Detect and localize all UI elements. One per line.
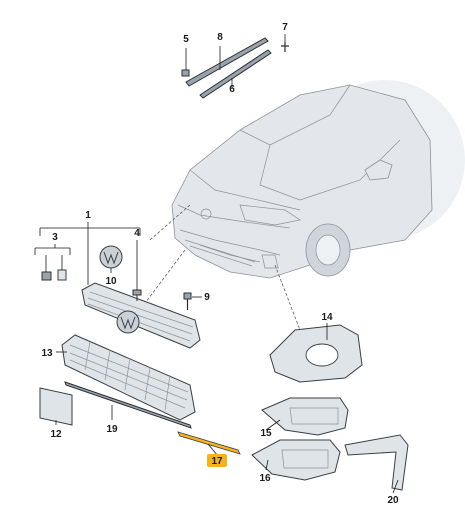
label-part-17: 17 [211,456,223,467]
label-part-8: 8 [217,32,223,43]
label-part-13: 13 [41,348,53,359]
connection-lines [139,204,301,331]
cover-20 [344,434,409,491]
label-part-6: 6 [229,84,235,95]
label-part-9: 9 [204,292,210,303]
screw-9 [183,292,192,310]
roof-moulding-strips [181,37,289,99]
label-part-3: 3 [52,232,58,243]
plate-holder [39,387,73,426]
lower-grille [61,334,196,421]
label-part-5: 5 [183,34,189,45]
trim-strip-17 [177,431,241,455]
highlight-badge [207,454,227,467]
label-part-10: 10 [105,276,117,287]
emblem-part [99,245,123,269]
leader-lines [34,34,399,494]
label-part-19: 19 [106,424,118,435]
label-part-7: 7 [282,22,288,33]
car-illustration [171,80,465,279]
part-labels: 1 3 4 5 6 7 8 9 10 12 13 14 15 16 17 19 … [41,22,399,506]
label-part-4: 4 [134,228,140,239]
trim-strip-19 [64,381,192,429]
label-part-14: 14 [321,312,333,323]
fog-light-bracket [269,324,363,383]
fog-light-trim-15 [261,397,349,436]
label-part-20: 20 [387,495,399,506]
label-part-16: 16 [259,473,271,484]
fog-light-trim-16 [251,439,341,481]
radiator-grille [81,282,201,349]
label-part-12: 12 [50,429,62,440]
label-part-15: 15 [260,428,272,439]
label-part-1: 1 [85,210,91,221]
